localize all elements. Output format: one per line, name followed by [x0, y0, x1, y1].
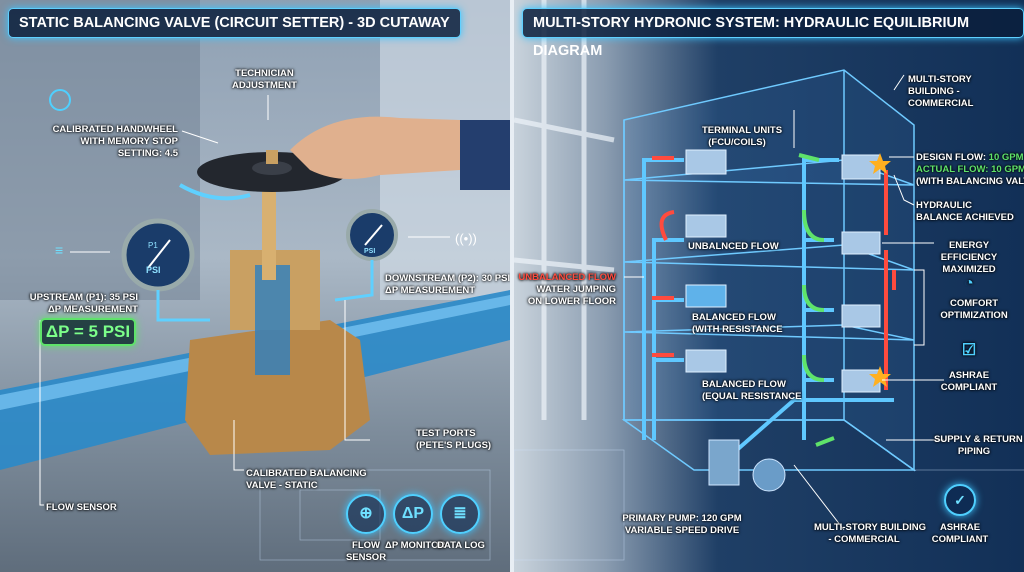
vfd-cabinet — [708, 439, 740, 486]
building-bottom-label: MULTI-STORY BUILDING- COMMERCIAL — [814, 522, 927, 545]
downstream-gauge — [346, 209, 398, 261]
gauge-p1-unit: PSI — [146, 265, 161, 275]
stem — [262, 190, 276, 280]
panel-divider — [510, 0, 514, 572]
status-icon — [49, 89, 71, 111]
gauge-p1-label: P1 — [148, 241, 158, 250]
unbalanced-unit-label: UNBALNCED FLOW — [688, 241, 779, 252]
data-log-label: DATA LOG — [437, 540, 485, 551]
terminal-units-label: TERMINAL UNITS(FCU/COILS) — [702, 125, 783, 148]
pump — [752, 458, 786, 492]
valve-cutaway-panel: ≡ ((•)) P1 PSI PSI STATIC BALANCING VALV… — [0, 0, 510, 572]
valve-illustration: ≡ ((•)) P1 PSI PSI — [0, 0, 510, 561]
left-panel-title: STATIC BALANCING VALVE (CIRCUIT SETTER) … — [8, 8, 461, 38]
right-panel-title: MULTI-STORY HYDRONIC SYSTEM: HYDRAULIC E… — [522, 8, 1024, 59]
hand — [290, 116, 460, 179]
check-badge-icon: ✓ — [944, 484, 976, 516]
hydronic-system-panel: MULTI-STORY HYDRONIC SYSTEM: HYDRAULIC E… — [514, 0, 1024, 572]
database-icon: ≣ — [440, 494, 480, 534]
sensor-icon: ≡ — [55, 242, 63, 258]
building-diagram — [514, 0, 1024, 561]
delta-p-badge: ΔP = 5 PSI — [40, 318, 136, 346]
test-ports-label: TEST PORTS(PETE'S PLUGS) — [416, 428, 492, 451]
gauge-p2-unit: PSI — [364, 248, 375, 255]
balanced-equal-label: BALANCED FLOW(EQUAL RESISTANCE — [702, 379, 802, 402]
flow-sensor-label: FLOW SENSOR — [46, 502, 117, 513]
flow-sensor-icon: ⊕ — [346, 494, 386, 534]
wireless-icon: ((•)) — [455, 231, 477, 246]
star-icon — [869, 153, 891, 174]
clipboard-icon: ☑ — [961, 342, 977, 359]
balanced-resistance-label: BALANCED FLOW(WITH RESISTANCE — [692, 312, 783, 335]
delta-p-icon: ΔP — [393, 494, 433, 534]
gauge-icon: ◔ — [964, 275, 974, 292]
valve-body — [185, 320, 370, 455]
star-icon — [869, 366, 891, 387]
delta-p-monitor-label: ΔP MONITOR — [385, 540, 446, 551]
